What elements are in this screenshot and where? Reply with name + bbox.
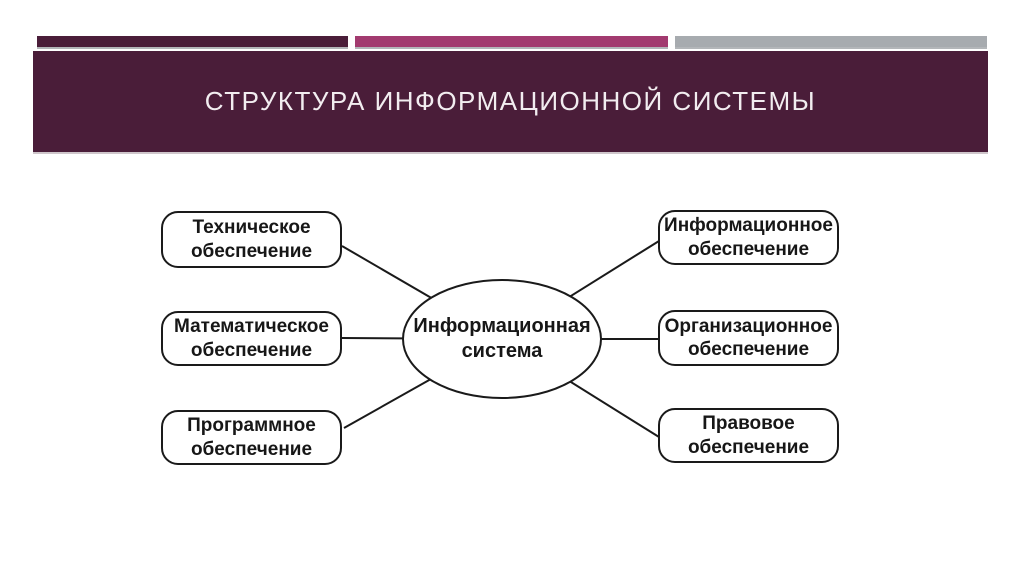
slide-title: СТРУКТУРА ИНФОРМАЦИОННОЙ СИСТЕМЫ	[204, 86, 817, 116]
accent-bar-magenta	[355, 36, 668, 47]
node-software-support: Программное обеспечение	[161, 410, 342, 465]
node-information-support: Информационное обеспечение	[658, 210, 839, 265]
accent-bar-gray	[675, 36, 987, 47]
accent-bar-dark-plum	[37, 36, 348, 47]
accent-bar-row	[37, 36, 987, 47]
node-information-system: Информационная система	[413, 315, 591, 362]
node-technical-support: Техническое обеспечение	[161, 211, 342, 268]
node-mathematical-support: Математическое обеспечение	[161, 311, 342, 366]
center-ellipse	[402, 279, 602, 399]
node-organizational-support: Организационное обеспечение	[658, 310, 839, 366]
node-legal-support: Правовое обеспечение	[658, 408, 839, 463]
title-banner: СТРУКТУРА ИНФОРМАЦИОННОЙ СИСТЕМЫ	[33, 51, 988, 152]
